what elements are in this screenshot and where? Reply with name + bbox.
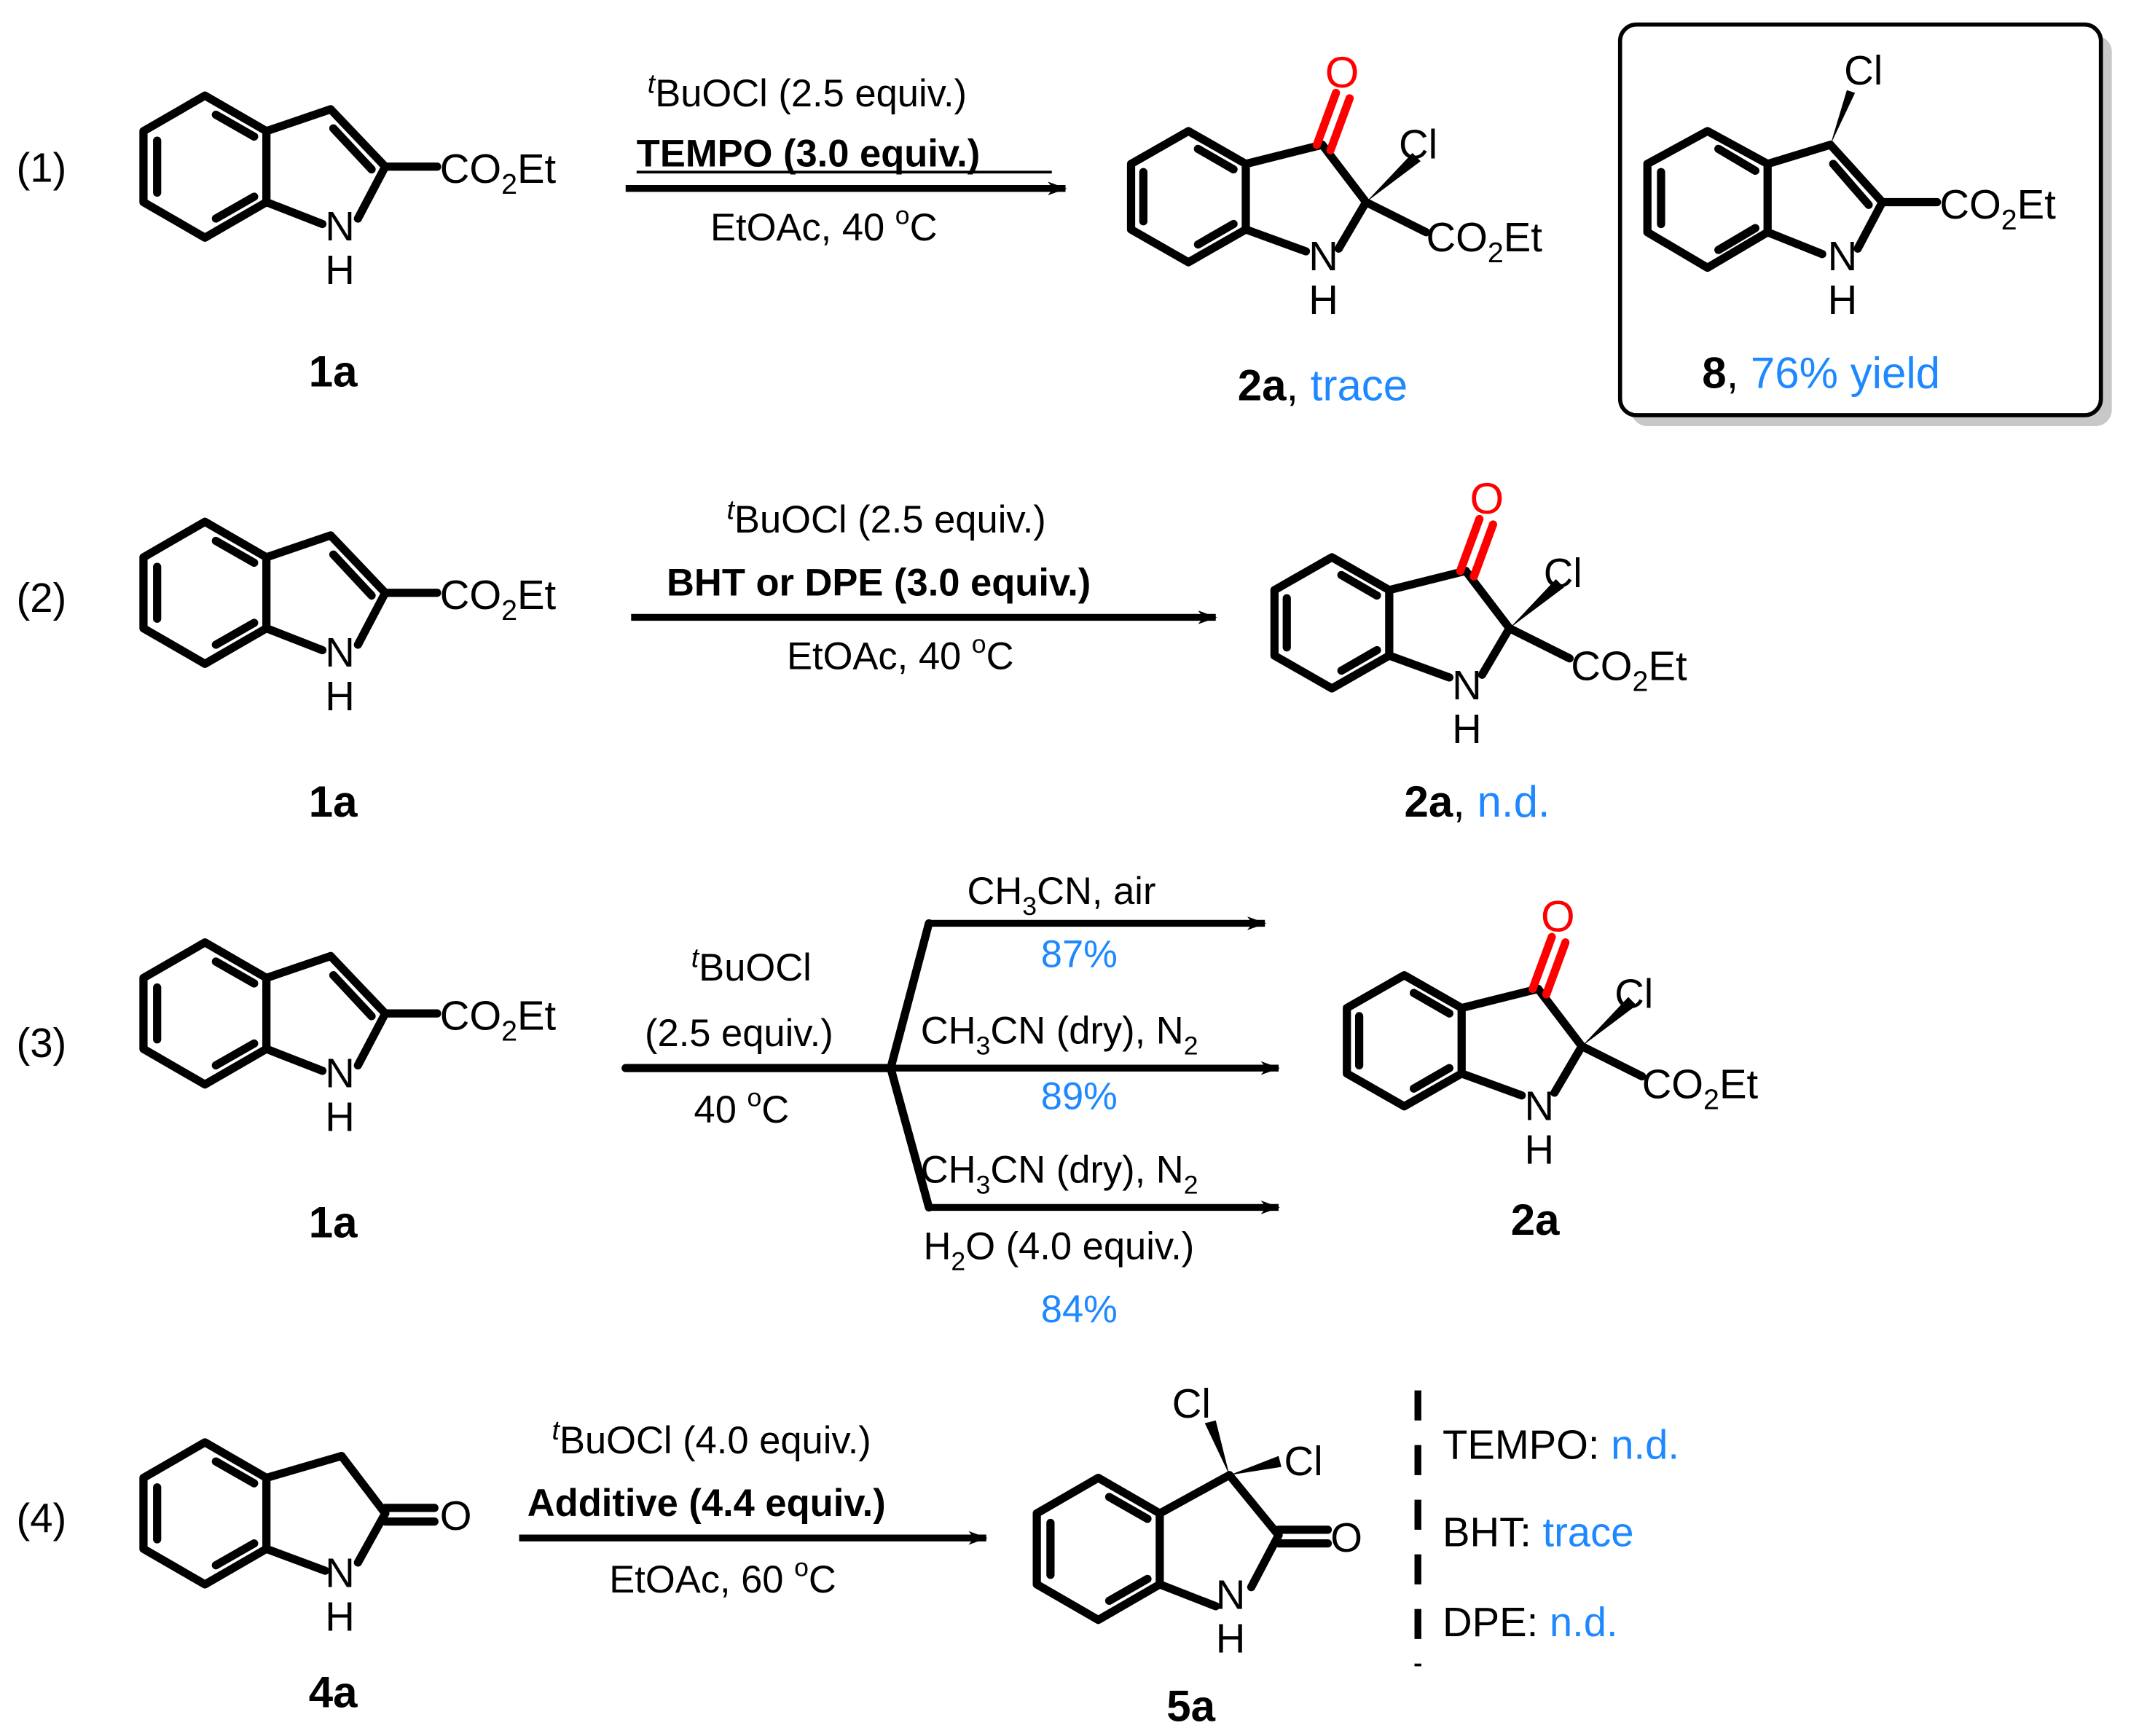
substrate-1a-structure: CO2Et N H [139,517,557,719]
nh-nitrogen: N [325,203,355,249]
reaction-number: (4) [17,1496,67,1541]
svg-text:O: O [440,1493,472,1539]
svg-text:N: N [325,1550,355,1596]
svg-text:H: H [325,1594,355,1640]
reagent: tBuOCl [691,942,812,989]
product-result: 2a, trace [1238,361,1408,409]
solvent-temperature: EtOAc, 60 oC [609,1553,836,1601]
product-result: 2a, n.d. [1404,777,1550,826]
substrate-1a-structure: CO2Et N H [139,91,557,293]
reaction-2: (2) CO2Et N H 1a tBuOCl (2.5 equiv.) BHT… [17,474,1687,826]
product-label: 5a [1166,1681,1215,1730]
carbonyl-oxygen: O [1325,48,1359,97]
svg-text:N: N [1452,662,1482,708]
branch-condition: CH3CN, air [968,870,1156,921]
branch-yield: 84% [1041,1288,1118,1331]
nh-hydrogen: H [325,247,355,293]
additive-condition: Additive (4.4 equiv.) [527,1482,886,1525]
svg-text:N: N [325,629,355,675]
substrate-4a-structure: O N H [139,1438,472,1640]
reagent-amount: (2.5 equiv.) [645,1012,833,1055]
inset-compound-8: Cl CO2Et N H 8, 76% yield [1617,22,2112,426]
svg-text:CO2Et: CO2Et [1642,1061,1759,1115]
svg-text:H: H [1524,1126,1554,1172]
product-label: 2a [1511,1195,1560,1244]
inset-result: 8, 76% yield [1702,348,1940,397]
branch-condition: CH3CN (dry), N2 [921,1149,1198,1200]
ester-group: CO2Et [1426,214,1542,269]
reaction-3: (3) CO2Et N H 1a tBuOCl (2.5 equiv.) 40 … [17,870,1759,1331]
svg-text:O: O [1541,892,1575,941]
reaction-number: (1) [17,144,67,190]
solvent-temperature: EtOAc, 40 oC [710,200,938,248]
reaction-4: (4) O N H 4a tBuOCl (4.0 equiv.) Additiv… [17,1380,1679,1730]
reagent: tBuOCl (2.5 equiv.) [648,68,967,115]
svg-text:N: N [1216,1572,1246,1618]
product-5a-structure: Cl Cl O N H [1032,1380,1362,1662]
product-2a-structure: O Cl CO2Et N H [1343,892,1759,1172]
svg-text:Cl: Cl [1284,1438,1322,1484]
temperature: 40 oC [694,1083,790,1131]
svg-text:Cl: Cl [1172,1380,1211,1426]
svg-text:N: N [1524,1083,1554,1128]
reaction-number: (3) [17,1020,67,1066]
svg-text:H: H [325,1093,355,1139]
substrate-label: 1a [309,777,358,826]
product-2a-structure: O Cl CO2Et N H [1270,474,1687,752]
substrate-1a-structure: CO2Et N H [139,938,557,1139]
svg-text:CO2Et: CO2Et [440,572,557,627]
additive-result: TEMPO: n.d. [1443,1421,1679,1467]
branch-yield: 89% [1041,1075,1118,1118]
ester-group: CO2Et [440,146,557,200]
svg-text:N: N [1828,233,1858,279]
svg-text:Cl: Cl [1544,550,1582,596]
additive-result: DPE: n.d. [1443,1599,1618,1645]
branch-extra: H2O (4.0 equiv.) [924,1225,1195,1276]
branch-condition: CH3CN (dry), N2 [921,1009,1198,1060]
substrate-label: 1a [309,347,358,396]
branch-yield: 87% [1041,932,1118,975]
svg-text:O: O [1469,474,1504,523]
svg-text:H: H [1828,277,1858,323]
svg-text:H: H [1216,1616,1246,1662]
svg-text:O: O [1330,1515,1362,1560]
svg-text:N: N [325,1050,355,1096]
substrate-label: 1a [309,1198,358,1247]
svg-text:N: N [1308,233,1338,279]
svg-text:CO2Et: CO2Et [1571,643,1687,698]
svg-text:CO2Et: CO2Et [440,993,557,1048]
svg-text:Cl: Cl [1844,47,1883,93]
product-2a-structure [1126,88,1431,267]
additive-condition: BHT or DPE (3.0 equiv.) [667,561,1091,604]
svg-text:H: H [1308,277,1338,323]
additive-result: BHT: trace [1443,1509,1634,1555]
substrate-label: 4a [309,1668,358,1717]
solvent-temperature: EtOAc, 40 oC [787,629,1014,677]
reaction-number: (2) [17,575,67,621]
svg-text:CO2Et: CO2Et [1939,181,2056,236]
additive-condition: TEMPO (3.0 equiv.) [637,133,980,176]
svg-text:H: H [325,673,355,719]
reagent: tBuOCl (2.5 equiv.) [727,494,1046,541]
chlorine: Cl [1399,121,1437,167]
svg-text:H: H [1452,706,1482,752]
reaction-1: (1) CO2Et N H 1a tBuOCl (2.5 equiv.) TEM… [17,22,2112,426]
reagent: tBuOCl (4.0 equiv.) [552,1415,871,1462]
svg-text:Cl: Cl [1614,971,1653,1017]
